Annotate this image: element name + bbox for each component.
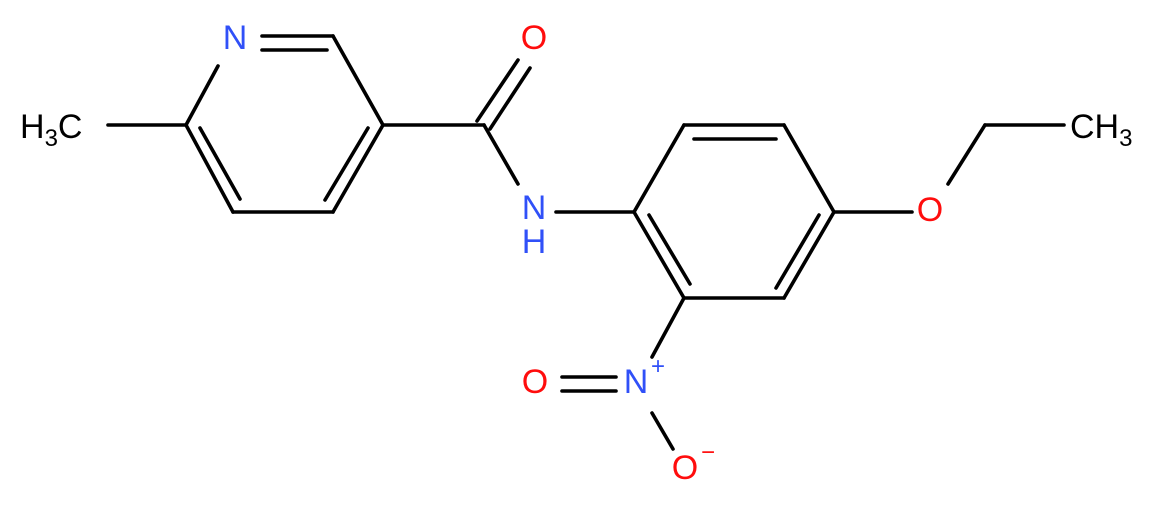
pyridine-nitrogen-label: N — [223, 19, 248, 57]
bond-c3-c2-inner — [198, 126, 242, 201]
bond-c3-c2 — [184, 123, 235, 214]
nitro-nitrogen-label: N — [624, 363, 649, 401]
bond-c5-c4 — [331, 123, 385, 214]
bond-b3-b4 — [782, 123, 836, 214]
methyl-left-c: C — [58, 108, 83, 146]
bond-b4-b5 — [782, 210, 836, 300]
methyl-left-h: H — [20, 108, 45, 146]
amide-hydrogen-label: H — [522, 223, 547, 261]
nitro-oxygen-2-charge: − — [701, 439, 715, 466]
bond-b6-b1 — [632, 210, 686, 300]
methyl-right-subscript: 3 — [1119, 125, 1132, 152]
nitro-nitrogen-charge: + — [651, 353, 665, 380]
ether-oxygen-label: O — [917, 191, 943, 229]
bond-c6-c5 — [331, 34, 385, 127]
bond-carbonyl-o — [475, 58, 520, 123]
methyl-left-subscript: 3 — [45, 125, 58, 152]
bond-c2-n1 — [184, 64, 220, 127]
methyl-right-ch: CH — [1070, 108, 1119, 146]
atom-labels: N H3C O N H O CH3 N + O O − — [20, 19, 1132, 487]
bond-b4-b5-inner — [774, 213, 821, 290]
methyl-right-label: CH3 — [1070, 108, 1132, 152]
bond-c5-c4-inner — [323, 126, 370, 202]
bond-b6-nitro — [650, 296, 686, 359]
bonds — [106, 34, 1066, 451]
nitro-oxygen-2-label: O — [672, 449, 698, 487]
nitro-oxygen-1-label: O — [522, 363, 548, 401]
methyl-left-label: H3C — [20, 108, 82, 152]
bond-o-ch2 — [946, 123, 987, 186]
bond-carbonyl-n — [482, 123, 520, 186]
bond-nitro-o2 — [650, 411, 675, 451]
bond-b6-b1-inner — [647, 213, 692, 286]
carbonyl-oxygen-label: O — [521, 19, 547, 57]
bond-b1-b2 — [632, 123, 686, 214]
amide-nitrogen-label: N — [522, 189, 547, 227]
bond-carbonyl-o-2 — [488, 66, 532, 131]
